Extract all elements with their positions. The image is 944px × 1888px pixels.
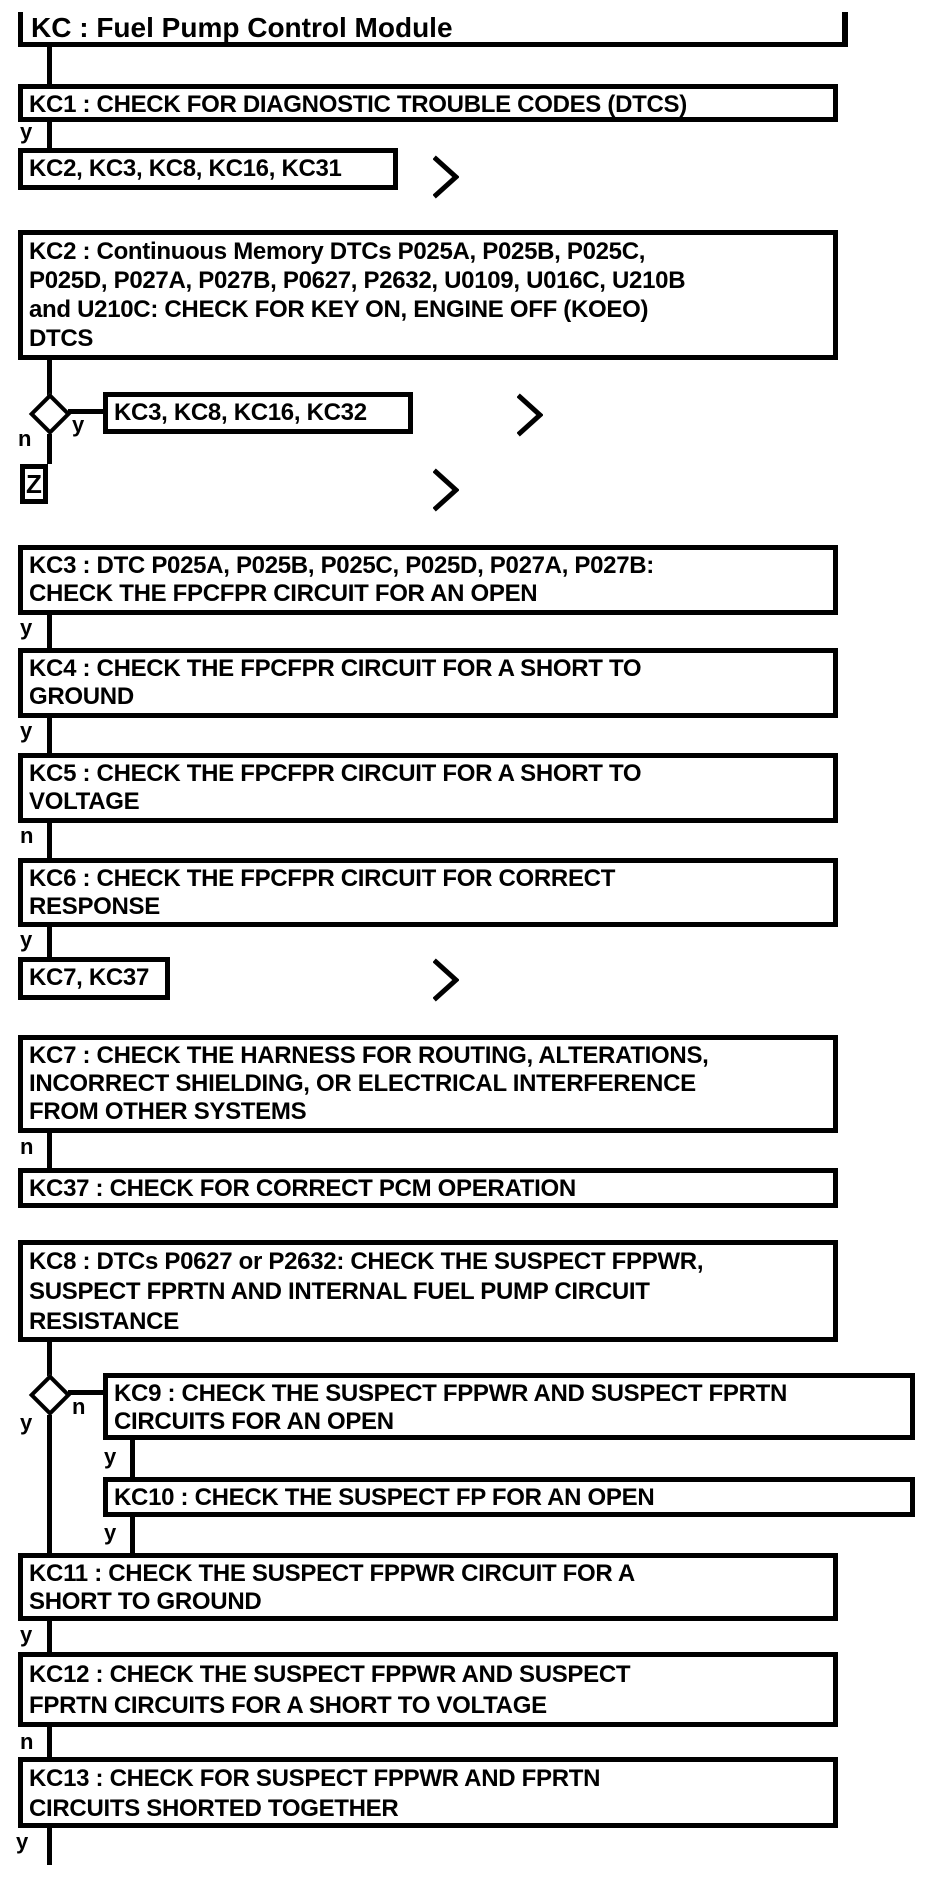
box-kc13-line: CIRCUITS SHORTED TOGETHER: [29, 1795, 399, 1822]
connector-line: [47, 434, 52, 464]
connector-line: [68, 409, 104, 414]
box-kc6: KC6 : CHECK THE FPCFPR CIRCUIT FOR CORRE…: [18, 858, 838, 927]
box-kc11-line: SHORT TO GROUND: [29, 1588, 262, 1615]
branch-label-no: n: [18, 426, 32, 451]
box-kc7-line: KC7 : CHECK THE HARNESS FOR ROUTING, ALT…: [29, 1042, 709, 1069]
connector-line: [47, 360, 52, 396]
box-kc2: KC2 : Continuous Memory DTCs P025A, P025…: [18, 230, 838, 360]
box-kc13: KC13 : CHECK FOR SUSPECT FPPWR AND FPRTN…: [18, 1757, 838, 1828]
connector-line: [47, 47, 52, 84]
connector-line: [47, 615, 52, 648]
box-kc8: KC8 : DTCs P0627 or P2632: CHECK THE SUS…: [18, 1240, 838, 1342]
box-ref-kc7-kc37: KC7, KC37: [18, 957, 170, 1000]
box-kc5-line: KC5 : CHECK THE FPCFPR CIRCUIT FOR A SHO…: [29, 760, 642, 787]
box-kc7-line: FROM OTHER SYSTEMS: [29, 1098, 307, 1125]
box-kc10: KC10 : CHECK THE SUSPECT FP FOR AN OPEN: [103, 1477, 915, 1517]
box-kc12: KC12 : CHECK THE SUSPECT FPPWR AND SUSPE…: [18, 1652, 838, 1727]
connector-line: [47, 718, 52, 753]
box-kc37: KC37 : CHECK FOR CORRECT PCM OPERATION: [18, 1168, 838, 1208]
branch-label-yes: y: [20, 1410, 33, 1435]
box-kc3: KC3 : DTC P025A, P025B, P025C, P025D, P0…: [18, 545, 838, 615]
connector-line: [47, 1133, 52, 1168]
box-kc8-line: SUSPECT FPRTN AND INTERNAL FUEL PUMP CIR…: [29, 1278, 650, 1305]
connector-line: [47, 122, 52, 148]
chevron-right-icon: [433, 468, 459, 512]
branch-label-yes: y: [16, 1829, 29, 1854]
branch-label-yes: y: [104, 1520, 117, 1545]
connector-line: [47, 1415, 52, 1553]
box-kc5: KC5 : CHECK THE FPCFPR CIRCUIT FOR A SHO…: [18, 753, 838, 823]
connector-line: [47, 1727, 52, 1757]
box-kc2-line: and U210C: CHECK FOR KEY ON, ENGINE OFF …: [29, 296, 649, 323]
box-kc2-line: DTCS: [29, 325, 94, 352]
box-kc8-line: KC8 : DTCs P0627 or P2632: CHECK THE SUS…: [29, 1248, 704, 1275]
connector-line: [68, 1390, 104, 1395]
box-kc4-line: KC4 : CHECK THE FPCFPR CIRCUIT FOR A SHO…: [29, 655, 642, 682]
box-kc11-line: KC11 : CHECK THE SUSPECT FPPWR CIRCUIT F…: [29, 1560, 635, 1587]
box-kc3-line: CHECK THE FPCFPR CIRCUIT FOR AN OPEN: [29, 580, 538, 607]
connector-line: [47, 927, 52, 957]
box-kc8-line: RESISTANCE: [29, 1308, 179, 1335]
box-kc1-line: KC1 : CHECK FOR DIAGNOSTIC TROUBLE CODES…: [29, 91, 687, 118]
connector-line: [130, 1440, 135, 1477]
box-kc11: KC11 : CHECK THE SUSPECT FPPWR CIRCUIT F…: [18, 1553, 838, 1621]
box-ref-kc2-kc3-kc8-kc16-kc31: KC2, KC3, KC8, KC16, KC31: [18, 148, 398, 190]
box-ref-kc3-kc8-kc16-kc32: KC3, KC8, KC16, KC32: [103, 392, 413, 434]
branch-label-yes: y: [20, 927, 33, 952]
chevron-right-icon: [433, 958, 459, 1002]
box-kc2-line: P025D, P027A, P027B, P0627, P2632, U0109…: [29, 267, 686, 294]
branch-label-no: n: [20, 1134, 34, 1159]
box-kc5-line: VOLTAGE: [29, 788, 140, 815]
box-kc37-line: KC37 : CHECK FOR CORRECT PCM OPERATION: [29, 1175, 576, 1202]
box-kc4-line: GROUND: [29, 683, 134, 710]
branch-label-yes: y: [20, 119, 33, 144]
decision-diamond: [28, 1373, 72, 1417]
box-kc6-line: KC6 : CHECK THE FPCFPR CIRCUIT FOR CORRE…: [29, 865, 616, 892]
box-kc12-line: KC12 : CHECK THE SUSPECT FPPWR AND SUSPE…: [29, 1661, 631, 1688]
box-kc1: KC1 : CHECK FOR DIAGNOSTIC TROUBLE CODES…: [18, 84, 838, 122]
box-kc12-line: FPRTN CIRCUITS FOR A SHORT TO VOLTAGE: [29, 1692, 547, 1719]
box-kc10-line: KC10 : CHECK THE SUSPECT FP FOR AN OPEN: [114, 1484, 655, 1511]
branch-label-yes: y: [20, 718, 33, 743]
branch-label-yes: y: [72, 412, 85, 437]
connector-line: [47, 823, 52, 858]
box-kc13-line: KC13 : CHECK FOR SUSPECT FPPWR AND FPRTN: [29, 1765, 601, 1792]
ref-list-text: KC3, KC8, KC16, KC32: [114, 399, 367, 426]
branch-label-no: n: [20, 823, 34, 848]
box-kc7-line: INCORRECT SHIELDING, OR ELECTRICAL INTER…: [29, 1070, 696, 1097]
connector-line: [47, 1621, 52, 1652]
box-kc9: KC9 : CHECK THE SUSPECT FPPWR AND SUSPEC…: [103, 1373, 915, 1440]
chevron-right-icon: [433, 155, 459, 199]
branch-label-no: n: [20, 1729, 34, 1754]
page-title: KC : Fuel Pump Control Module: [18, 12, 848, 47]
box-kc2-line: KC2 : Continuous Memory DTCs P025A, P025…: [29, 238, 646, 265]
box-kc9-line: CIRCUITS FOR AN OPEN: [114, 1408, 394, 1435]
ref-list-text: KC2, KC3, KC8, KC16, KC31: [29, 155, 342, 182]
box-kc9-line: KC9 : CHECK THE SUSPECT FPPWR AND SUSPEC…: [114, 1380, 788, 1407]
ref-list-text: KC7, KC37: [29, 964, 150, 991]
branch-label-no: n: [72, 1394, 86, 1419]
off-page-connector-z: Z: [20, 464, 48, 504]
box-kc3-line: KC3 : DTC P025A, P025B, P025C, P025D, P0…: [29, 552, 655, 579]
decision-diamond: [28, 392, 72, 436]
page-title-text: KC : Fuel Pump Control Module: [31, 12, 453, 43]
box-kc7: KC7 : CHECK THE HARNESS FOR ROUTING, ALT…: [18, 1035, 838, 1133]
branch-label-yes: y: [20, 1622, 33, 1647]
branch-label-yes: y: [20, 615, 33, 640]
connector-line: [47, 1828, 52, 1865]
connector-line: [47, 1342, 52, 1376]
box-kc4: KC4 : CHECK THE FPCFPR CIRCUIT FOR A SHO…: [18, 648, 838, 718]
box-kc6-line: RESPONSE: [29, 893, 160, 920]
connector-line: [130, 1517, 135, 1553]
branch-label-yes: y: [104, 1444, 117, 1469]
chevron-right-icon: [517, 393, 543, 437]
